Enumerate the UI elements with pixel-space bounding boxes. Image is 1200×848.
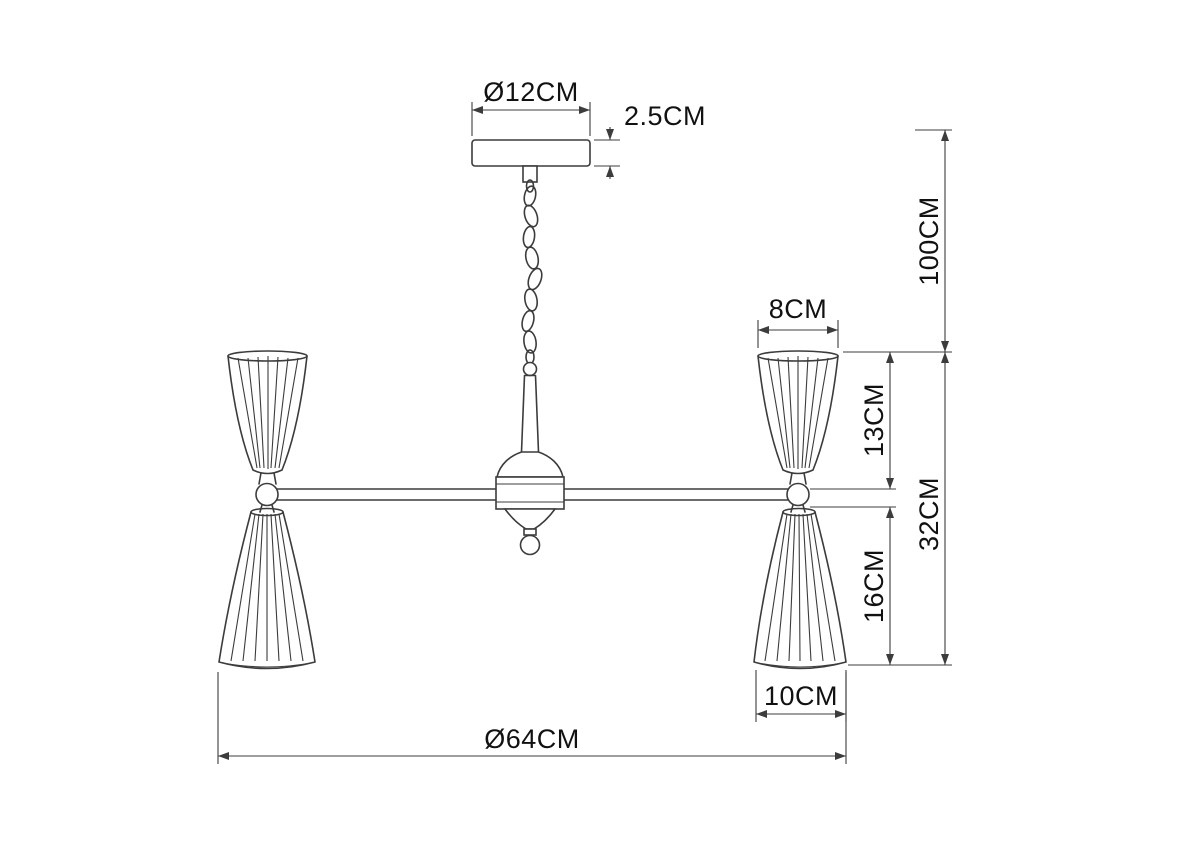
dim-lower-shade-width: 10CM (755, 670, 847, 722)
dim-label-suspension-height: 100CM (914, 196, 944, 286)
right-lower-shade (753, 504, 847, 670)
hub-shoulder (495, 451, 565, 478)
center-body (495, 451, 565, 556)
dim-canopy-diameter: Ø12CM (471, 77, 591, 136)
right-upper-shade-neck (789, 472, 807, 485)
dim-canopy-height: 2.5CM (594, 101, 706, 179)
dim-lower-shade-height: 16CM (859, 507, 894, 665)
arm-ball-left (255, 482, 279, 507)
right-lower-shade-neck (790, 504, 806, 513)
dim-suspension-height: 100CM (914, 130, 949, 352)
canopy-stem (522, 165, 538, 183)
left-lower-shade-neck (259, 504, 275, 513)
suspension-chain (521, 179, 543, 365)
rod-top-knob (522, 361, 538, 377)
right-upper-shade (757, 350, 839, 485)
dim-label-canopy-diameter: Ø12CM (483, 77, 579, 107)
dim-extension-lines-right (810, 129, 952, 666)
dim-label-body-height: 32CM (914, 477, 944, 551)
dim-label-lower-shade-height: 16CM (859, 549, 889, 623)
hub-taper (503, 508, 557, 530)
dim-upper-shade-height: 13CM (859, 352, 894, 489)
canopy-plate (471, 139, 591, 167)
dim-label-shade-top-width: 8CM (769, 294, 828, 324)
dim-shade-top-width: 8CM (757, 294, 839, 348)
left-upper-shade (227, 350, 308, 485)
hub-finial-ball (519, 534, 541, 556)
dim-label-lower-shade-width: 10CM (764, 681, 838, 711)
left-upper-shade-neck (258, 472, 277, 485)
left-lower-shade (218, 504, 316, 670)
ceiling-canopy (471, 139, 591, 183)
dim-label-canopy-height: 2.5CM (624, 101, 706, 131)
dim-label-upper-shade-height: 13CM (859, 383, 889, 457)
hub-drum (495, 476, 565, 510)
hanging-rod (520, 361, 540, 453)
arm-ball-right (786, 482, 810, 507)
hub-neck (523, 528, 537, 536)
dim-overall-diameter: Ø64CM (217, 672, 847, 764)
dim-label-overall-diameter: Ø64CM (484, 724, 580, 754)
dim-body-height: 32CM (914, 352, 949, 665)
